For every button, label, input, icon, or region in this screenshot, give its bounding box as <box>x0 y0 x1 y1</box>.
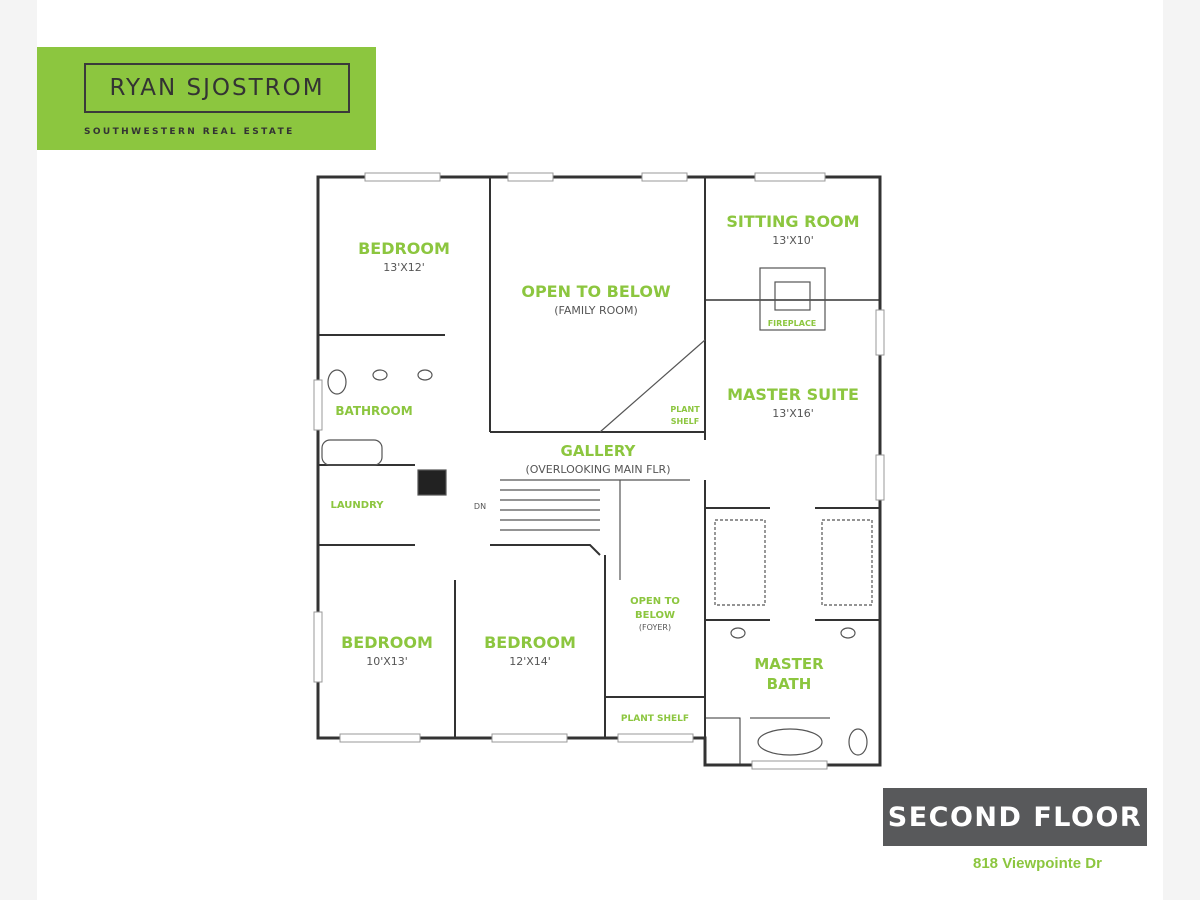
sink-icon <box>730 627 746 639</box>
room-size: 13'X16' <box>772 407 814 420</box>
room-label: BEDROOM <box>341 633 433 652</box>
wall <box>705 717 830 765</box>
closet-right <box>821 519 873 606</box>
wall <box>705 507 880 621</box>
window <box>313 611 323 683</box>
property-address: 818 Viewpointe Dr <box>973 855 1102 872</box>
window <box>641 172 688 182</box>
fireplace-insert <box>774 281 811 311</box>
room-label: SITTING ROOM <box>726 212 859 231</box>
brand-tagline: SOUTHWESTERN REAL ESTATE <box>84 127 295 137</box>
walls <box>316 175 882 767</box>
wall <box>490 544 601 556</box>
bathtub <box>757 728 823 756</box>
window <box>751 760 828 770</box>
toilet-icon <box>327 369 347 395</box>
floor-title: SECOND FLOOR <box>883 788 1147 846</box>
brand-name: RYAN SJOSTROM <box>109 75 325 101</box>
room-label: OPEN TO <box>630 596 680 607</box>
room-sub: (FAMILY ROOM) <box>554 304 638 317</box>
room-label: GALLERY <box>561 442 637 460</box>
room-label: OPEN TO BELOW <box>521 282 671 301</box>
closet-left <box>714 519 766 606</box>
logo-frame: RYAN SJOSTROM <box>84 63 350 113</box>
fireplace-label: FIREPLACE <box>768 319 817 328</box>
room-size: 12'X14' <box>509 655 551 668</box>
window <box>364 172 441 182</box>
window <box>875 454 885 501</box>
room-label: LAUNDRY <box>331 500 385 511</box>
room-size: 13'X12' <box>383 261 425 274</box>
wall <box>454 555 705 738</box>
window <box>617 733 694 743</box>
room-size: 13'X10' <box>772 234 814 247</box>
room-label: BATH <box>767 675 812 693</box>
window <box>491 733 568 743</box>
windows <box>313 172 885 770</box>
fireplace-box <box>759 267 826 331</box>
window <box>754 172 826 182</box>
toilet-icon <box>848 728 868 756</box>
window <box>339 733 421 743</box>
bathtub <box>321 439 383 466</box>
brand-logo: RYAN SJOSTROM SOUTHWESTERN REAL ESTATE <box>37 47 376 150</box>
room-label: BEDROOM <box>484 633 576 652</box>
plant-shelf-line <box>599 339 706 433</box>
room-sub: (FOYER) <box>639 623 671 632</box>
window <box>313 379 323 431</box>
plant-shelf-label: PLANT <box>670 405 700 414</box>
plant-shelf-label: PLANT SHELF <box>621 714 689 724</box>
room-sub: (OVERLOOKING MAIN FLR) <box>525 463 670 476</box>
chimney <box>417 469 447 496</box>
fixtures <box>321 267 873 756</box>
sink-icon <box>372 369 388 381</box>
room-label: MASTER <box>754 655 824 673</box>
staircase <box>500 479 690 580</box>
room-size: 10'X13' <box>366 655 408 668</box>
window <box>875 309 885 356</box>
page-background <box>37 0 1163 900</box>
sink-icon <box>840 627 856 639</box>
stair-label: DN <box>474 502 486 511</box>
room-label: BEDROOM <box>358 239 450 258</box>
room-label: BELOW <box>635 610 675 621</box>
plant-shelf-label: SHELF <box>671 417 699 426</box>
room-label: MASTER SUITE <box>727 385 859 404</box>
window <box>507 172 554 182</box>
room-label: BATHROOM <box>335 404 412 418</box>
sink-icon <box>417 369 433 381</box>
exterior-wall <box>316 175 882 767</box>
